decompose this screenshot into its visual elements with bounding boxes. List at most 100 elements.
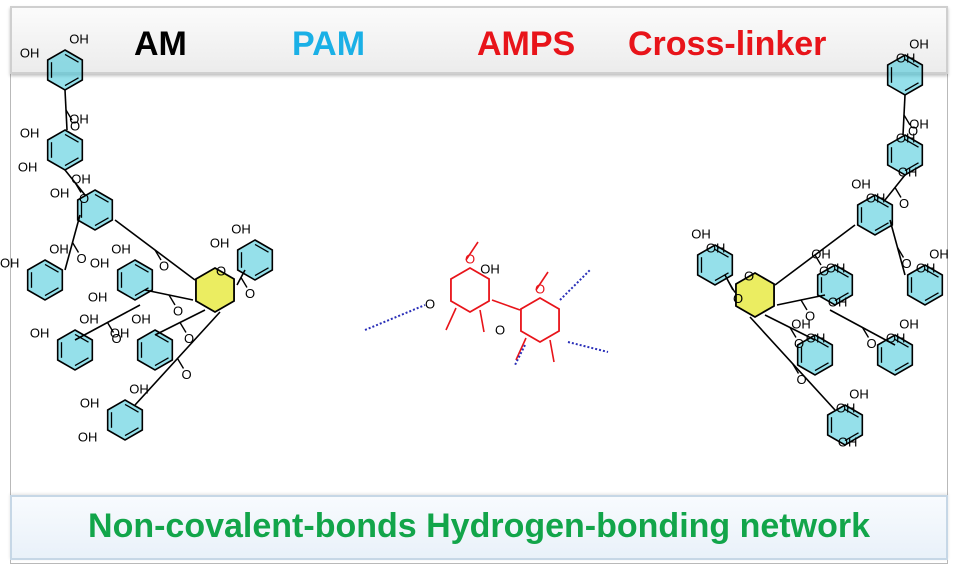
hydroxyl-group: OH xyxy=(898,164,918,179)
hydroxyl-group: OH xyxy=(69,31,89,46)
hydroxyl-group: OH xyxy=(88,289,108,304)
carbonyl-oxygen: O xyxy=(899,196,909,211)
ring-double-bond xyxy=(64,77,79,87)
ring-double-bond xyxy=(904,138,919,148)
ring-double-bond xyxy=(814,362,829,372)
galloyl-ring xyxy=(56,329,94,371)
galloyl-ring xyxy=(116,259,154,301)
carbonyl-oxygen: O xyxy=(111,331,121,346)
ring-double-bond xyxy=(874,222,889,232)
hydroxyl-group: OH xyxy=(110,325,130,340)
hydroxyl-group: OH xyxy=(916,260,936,275)
hydroxyl-group: OH xyxy=(909,36,929,51)
galloyl-ring xyxy=(46,49,84,91)
ring-double-bond xyxy=(64,53,79,63)
ring-double-bond xyxy=(844,432,859,442)
carbonyl-oxygen: O xyxy=(184,331,194,346)
carbonyl-bond xyxy=(154,249,162,261)
ring-double-bond xyxy=(44,287,59,297)
carbonyl-bond xyxy=(176,358,185,369)
hydroxyl-group: OH xyxy=(71,171,91,186)
ring-double-bond xyxy=(834,268,849,278)
ring-double-bond xyxy=(714,272,729,282)
hydroxyl-group: OH xyxy=(836,400,856,415)
galloyl-ring xyxy=(106,399,144,441)
hydroxyl-group: OH xyxy=(811,246,831,261)
carbonyl-oxygen: O xyxy=(805,308,815,323)
ring-double-bond xyxy=(924,292,939,302)
carbonyl-oxygen: O xyxy=(908,123,918,138)
carbonyl-bond xyxy=(168,294,176,306)
ring-double-bond xyxy=(74,333,89,343)
crosslinker-ring xyxy=(520,296,560,344)
carbonyl-oxygen: O xyxy=(796,372,806,387)
galloyl-ring xyxy=(46,129,84,171)
ring-oxygen: O xyxy=(744,268,754,283)
glucose-core-ring xyxy=(735,271,775,319)
hydroxyl-group: OH xyxy=(0,255,19,270)
crosslinker-oxygen: O xyxy=(535,281,545,296)
legend-pam: PAM xyxy=(292,25,366,63)
carbonyl-oxygen: O xyxy=(819,263,829,278)
caption-bar: Non-covalent-bonds Hydrogen-bonding netw… xyxy=(10,495,948,560)
hydroxyl-group: OH xyxy=(69,111,89,126)
hydroxyl-group: OH xyxy=(899,316,919,331)
ring-double-bond xyxy=(834,292,849,302)
carbonyl-bond xyxy=(106,322,115,333)
hydroxyl-group: OH xyxy=(79,311,99,326)
ring-double-bond xyxy=(924,268,939,278)
carbonyl-bond xyxy=(861,327,870,338)
carbonyl-bond xyxy=(800,299,808,311)
hydroxyl-group: OH xyxy=(18,159,38,174)
hydroxyl-group: OH xyxy=(78,429,98,444)
ring-double-bond xyxy=(124,427,139,437)
carbonyl-oxygen: O xyxy=(866,336,876,351)
ring-double-bond xyxy=(874,198,889,208)
ring-double-bond xyxy=(814,338,829,348)
carbonyl-oxygen: O xyxy=(901,256,911,271)
hydroxyl-group: OH xyxy=(806,330,826,345)
hydroxyl-group: OH xyxy=(929,246,949,261)
ring-double-bond xyxy=(134,287,149,297)
hydrogen-bond xyxy=(567,341,609,353)
figure-frame xyxy=(10,6,948,564)
bridge-oxygen: O xyxy=(425,296,435,311)
hydroxyl-group: OH xyxy=(90,255,110,270)
carbonyl-oxygen: O xyxy=(245,286,255,301)
carbonyl-oxygen: O xyxy=(76,251,86,266)
hydroxyl-group: OH xyxy=(849,386,869,401)
caption-text: Non-covalent-bonds Hydrogen-bonding netw… xyxy=(88,507,870,545)
glucose-core-ring xyxy=(195,266,235,314)
ring-double-bond xyxy=(64,133,79,143)
ring-double-bond xyxy=(124,403,139,413)
hydroxyl-group: OH xyxy=(828,294,848,309)
crosslinker-bond xyxy=(535,271,549,291)
carbonyl-oxygen: O xyxy=(159,258,169,273)
crosslinker-bond xyxy=(479,309,485,333)
hydroxyl-group: OH xyxy=(886,330,906,345)
hydrogen-bond xyxy=(514,344,526,366)
hydrogen-bond xyxy=(559,269,591,301)
hydroxyl-group: OH xyxy=(20,45,40,60)
ring-double-bond xyxy=(844,408,859,418)
ring-double-bond xyxy=(74,357,89,367)
crosslinker-bond xyxy=(515,337,527,361)
legend-bar: AM PAM AMPS Cross-linker xyxy=(10,6,948,74)
hydroxyl-group: OH xyxy=(49,241,69,256)
carbonyl-bond xyxy=(789,327,797,338)
ring-double-bond xyxy=(64,157,79,167)
carbonyl-bond xyxy=(896,247,905,258)
hydroxyl-group: OH xyxy=(20,125,40,140)
carbonyl-bond xyxy=(65,109,73,121)
carbonyl-bond xyxy=(791,363,800,374)
ring-double-bond xyxy=(154,333,169,343)
ring-oxygen: O xyxy=(216,263,226,278)
hydroxyl-group: OH xyxy=(909,116,929,131)
carbonyl-bond xyxy=(728,282,736,293)
hydroxyl-group: OH xyxy=(826,260,846,275)
galloyl-ring xyxy=(26,259,64,301)
hydroxyl-group: OH xyxy=(691,226,711,241)
hydroxyl-group: OH xyxy=(896,50,916,65)
crosslinker-bond xyxy=(445,307,457,331)
